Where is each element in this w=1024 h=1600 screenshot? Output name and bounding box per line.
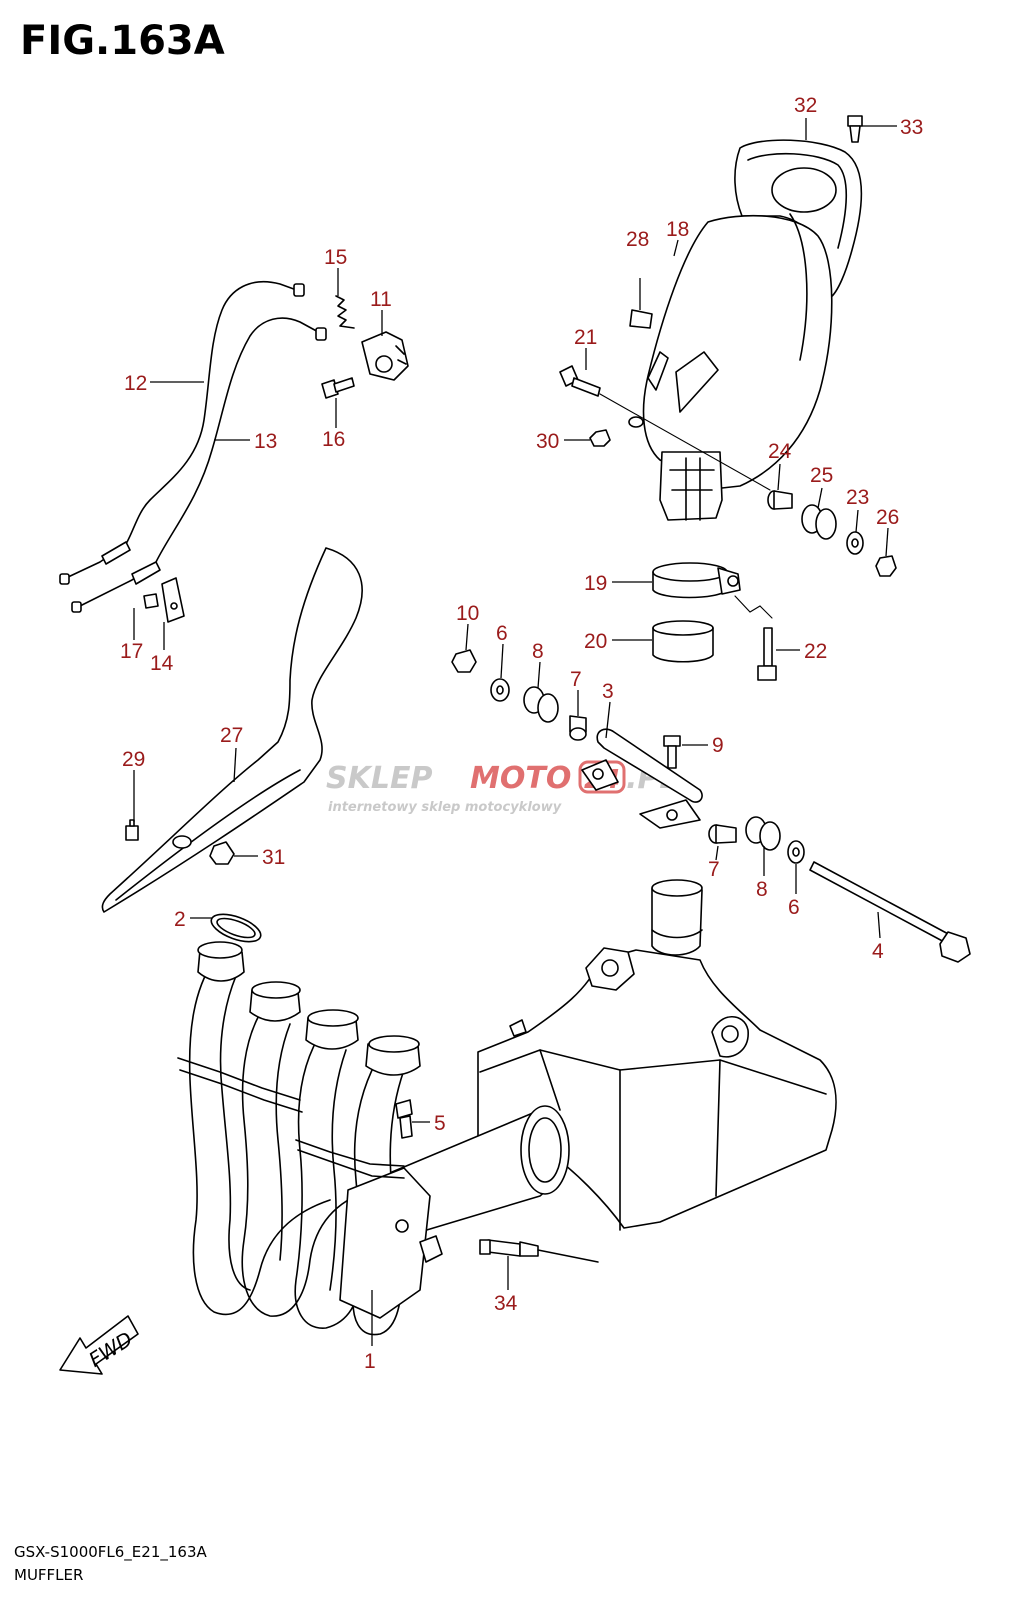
part-17-bolt [143,593,159,609]
part-8-damper-upper [523,686,559,723]
callout-12: 12 [124,372,147,395]
part-26-nut [875,555,897,577]
callout-18: 18 [666,218,689,241]
part-25-damper [801,504,837,540]
callout-5: 5 [434,1112,446,1135]
part-27-heat-shield [101,547,363,913]
part-2-gasket [210,913,262,943]
callout-31: 31 [262,846,285,869]
part-14-cable-bracket [161,577,185,623]
callout-11: 11 [370,288,392,311]
callout-7-upper: 7 [570,668,582,691]
callout-24: 24 [768,440,792,463]
part-1-exhaust-assembly [177,879,837,1336]
part-6-washer-lower [787,840,805,864]
watermark-brand-a: SKLEP [326,761,432,796]
part-32-muffler-cover [734,139,863,299]
callout-28: 28 [626,228,649,251]
part-18-muffler-body [628,213,833,521]
watermark: SKLEP MOTO 24 .PL internetowy sklep moto… [326,760,679,815]
part-9-bolt [663,735,681,769]
part-11-actuator [361,331,409,381]
figure-title: FIG.163A [20,18,225,64]
part-16-bolt [321,377,355,399]
part-21-bolt [559,365,771,491]
part-20-gasket [652,620,714,663]
part-31-nut [209,841,235,865]
fwd-arrow-icon: FWD [59,1315,139,1375]
callout-20: 20 [584,630,607,653]
callout-7-lower: 7 [708,858,720,881]
part-34-o2-sensor [479,1239,599,1263]
callout-2: 2 [174,908,186,931]
part-12-cable [59,280,305,585]
callout-27: 27 [220,724,243,747]
callout-15: 15 [324,246,347,269]
leader-lines [133,118,889,1346]
callout-34: 34 [494,1292,518,1315]
model-code: GSX-S1000FL6_E21_163A [14,1543,207,1561]
callout-8-lower: 8 [756,878,768,901]
watermark-tagline: internetowy sklep motocyklowy [328,800,562,815]
part-10-nut [451,649,477,673]
callout-6-upper: 6 [496,622,508,645]
callout-4: 4 [872,940,884,963]
part-22-bolt [757,627,777,681]
callout-8-upper: 8 [532,640,544,663]
callout-30: 30 [536,430,559,453]
callout-1: 1 [364,1350,376,1373]
watermark-brand-b: MOTO [470,761,571,796]
callout-22: 22 [804,640,827,663]
section-name: MUFFLER [14,1566,84,1584]
part-19-clamp [652,562,773,619]
callout-19: 19 [584,572,607,595]
part-4-long-bolt [809,861,971,963]
part-7-collar-lower [708,824,737,844]
callout-25: 25 [810,464,833,487]
callout-26: 26 [876,506,899,529]
callout-labels: 32 33 18 28 21 30 24 25 23 26 19 20 22 1… [120,94,923,1373]
part-5-bolt [395,1099,413,1139]
part-3-bracket [581,728,703,829]
part-24-collar [767,490,793,510]
part-33-bolt [847,115,897,143]
part-28-pad [629,309,653,329]
callout-33: 33 [900,116,923,139]
callout-21: 21 [574,326,597,349]
part-6-washer-upper [490,678,510,702]
callout-29: 29 [122,748,145,771]
part-15-spring-clip [335,295,355,329]
callout-17: 17 [120,640,143,663]
callout-23: 23 [846,486,869,509]
callout-14: 14 [150,652,174,675]
callout-10: 10 [456,602,479,625]
callout-9: 9 [712,734,724,757]
callout-32: 32 [794,94,817,117]
callout-6-lower: 6 [788,896,800,919]
callout-13: 13 [254,430,277,453]
callout-16: 16 [322,428,345,451]
part-30-nut [589,429,611,447]
part-7-collar-upper [569,715,587,741]
part-29-bolt [125,819,139,841]
part-23-washer [846,531,864,555]
callout-3: 3 [602,680,614,703]
part-13-cable [71,317,327,613]
part-8-damper-lower [745,816,781,851]
